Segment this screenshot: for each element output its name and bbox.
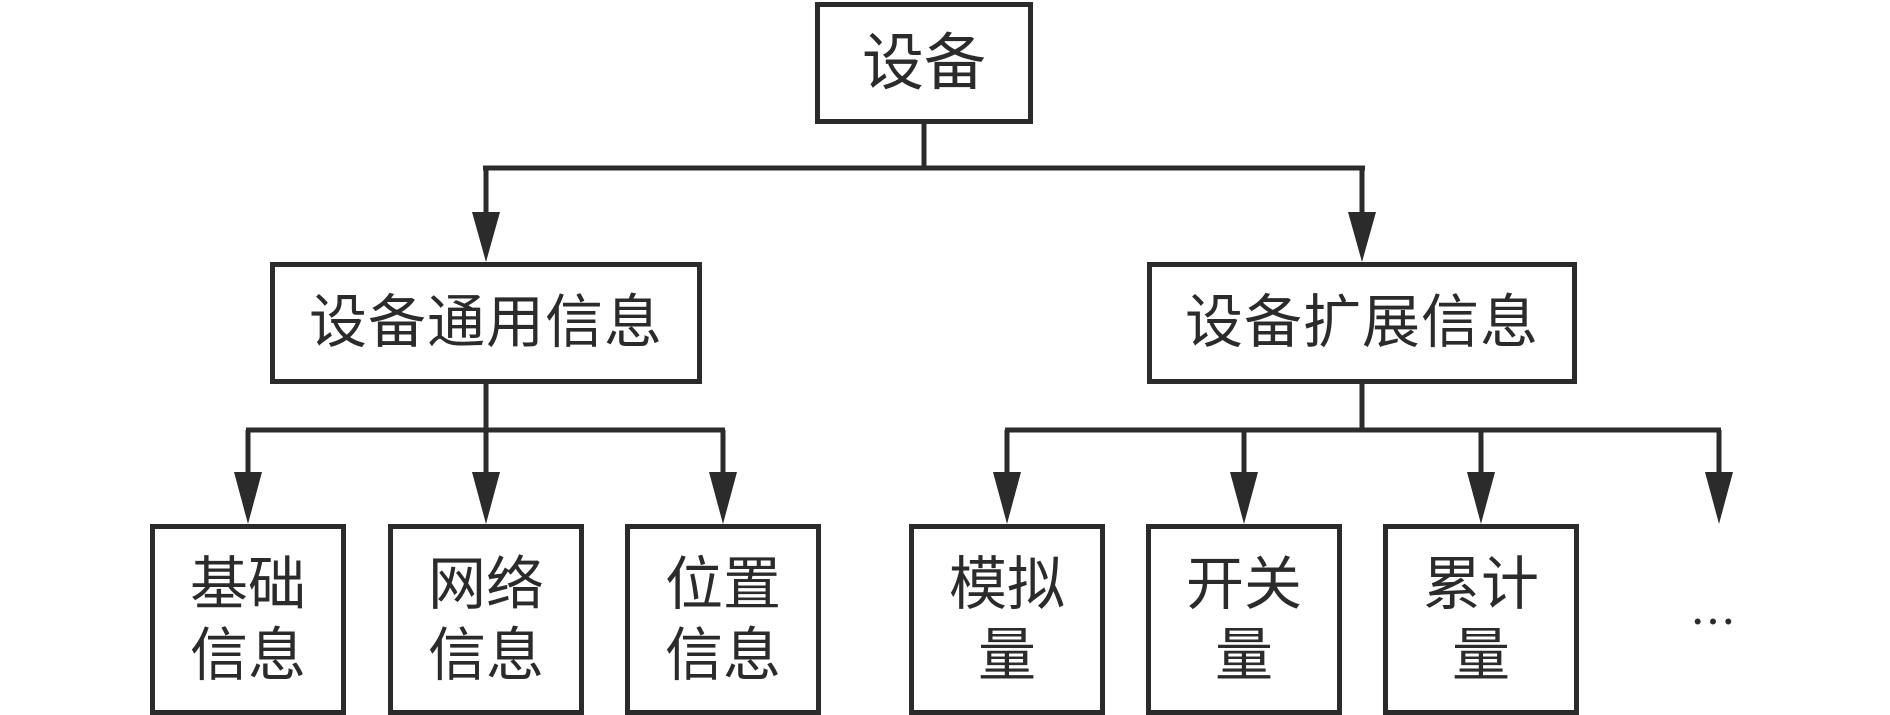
general-info-node: 设备通用信息 (270, 262, 702, 384)
extended-info-node: 设备扩展信息 (1147, 262, 1577, 384)
basic-info-label: 基础 信息 (189, 549, 306, 689)
network-info-label: 网络 信息 (427, 549, 544, 689)
arrowhead-analog (993, 472, 1021, 524)
cumulative-label: 累计 量 (1422, 549, 1539, 689)
extended-info-label: 设备扩展信息 (1184, 288, 1539, 357)
arrowhead-location (709, 472, 737, 524)
arrowhead-general (472, 212, 500, 262)
switch-node: 开关 量 (1146, 524, 1342, 715)
cumulative-node: 累计 量 (1383, 524, 1579, 715)
arrowhead-cumulative (1467, 472, 1495, 524)
location-info-node: 位置 信息 (625, 524, 821, 715)
arrowhead-switch (1230, 472, 1258, 524)
analog-node: 模拟 量 (909, 524, 1105, 715)
root-node: 设备 (815, 2, 1033, 124)
root-node-label: 设备 (861, 25, 986, 99)
arrowhead-network (472, 472, 500, 524)
general-info-label: 设备通用信息 (308, 288, 663, 357)
arrowhead-more (1705, 472, 1733, 524)
location-info-label: 位置 信息 (664, 549, 781, 689)
analog-label: 模拟 量 (948, 549, 1065, 689)
switch-label: 开关 量 (1185, 549, 1302, 689)
network-info-node: 网络 信息 (388, 524, 584, 715)
arrowhead-extended (1348, 212, 1376, 262)
arrowhead-basic (234, 472, 262, 524)
more-items-ellipsis: … (1690, 581, 1736, 635)
basic-info-node: 基础 信息 (150, 524, 346, 715)
